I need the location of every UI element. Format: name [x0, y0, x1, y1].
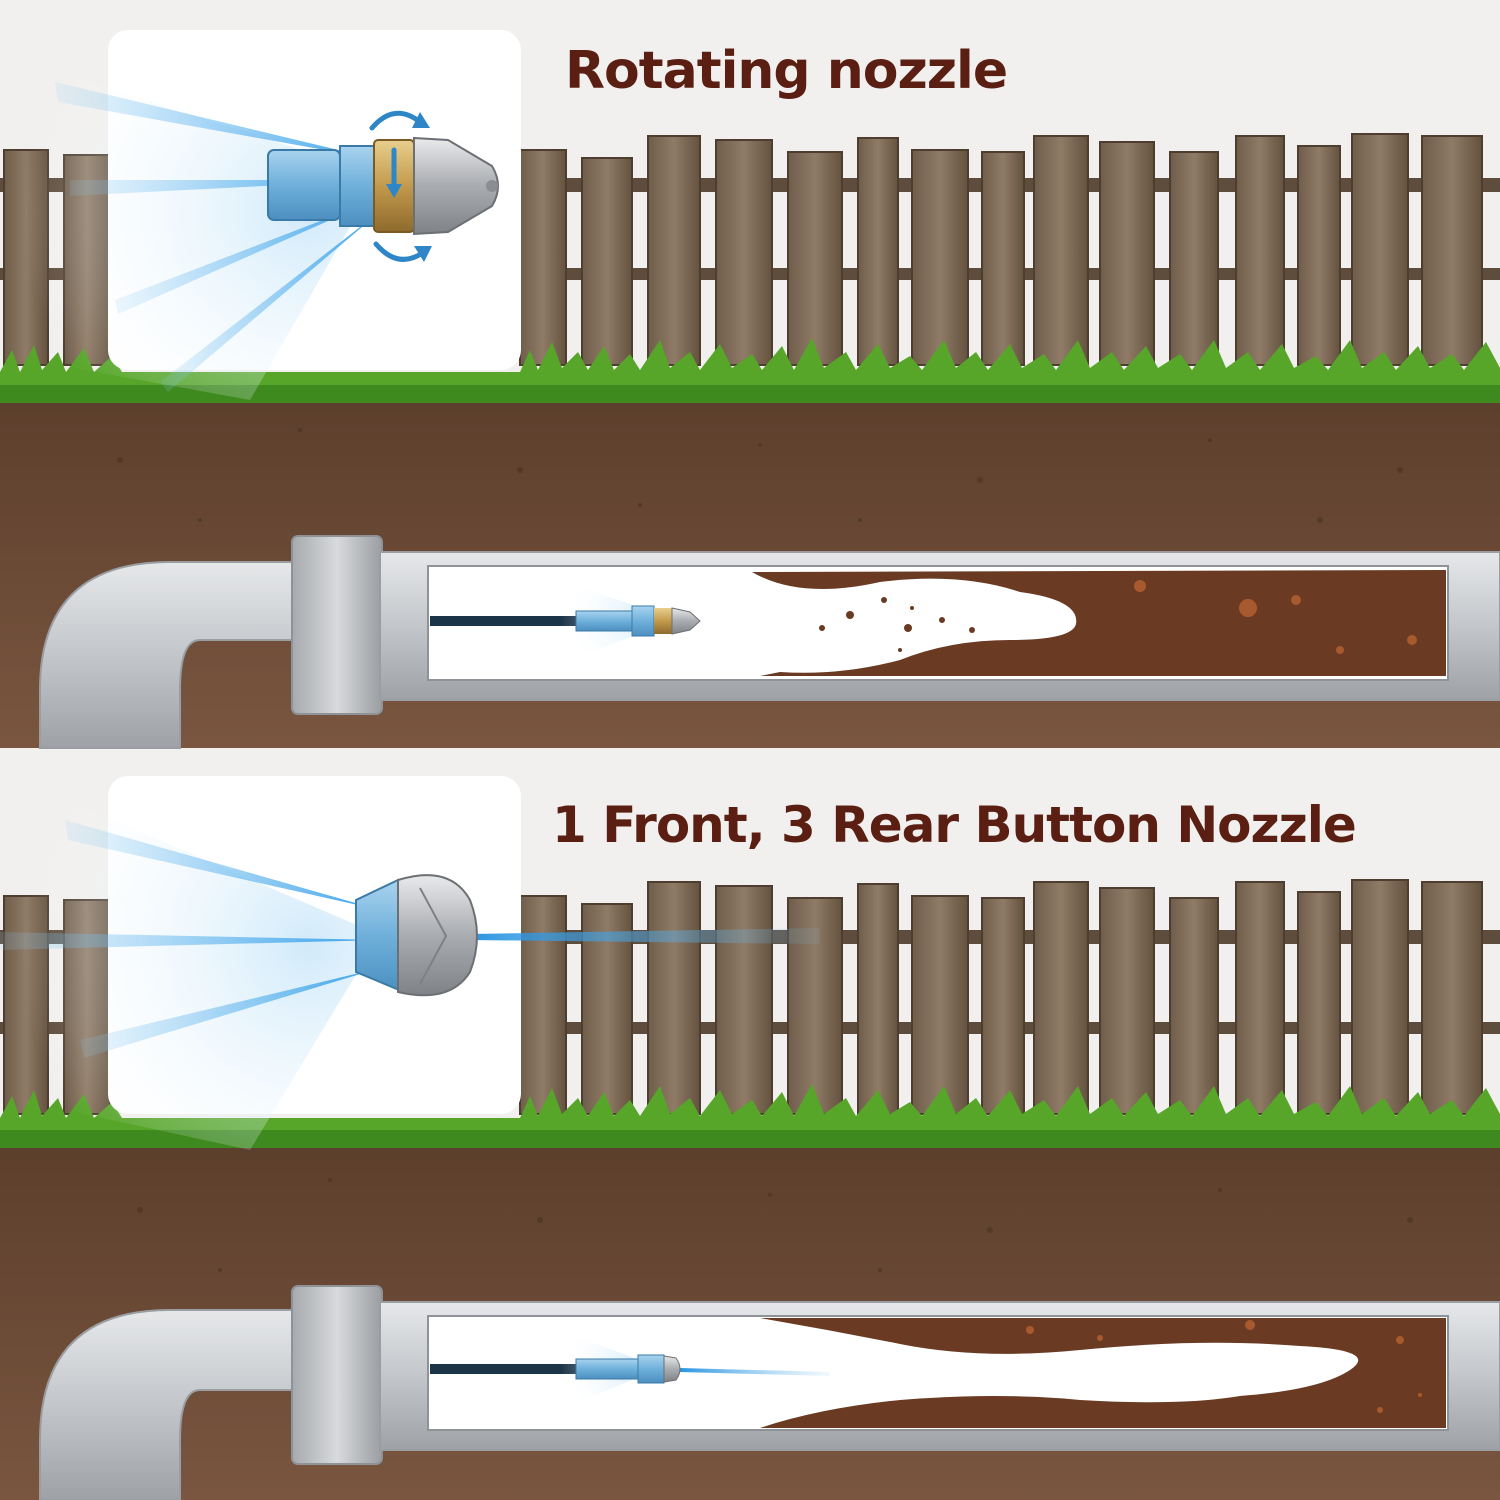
- water-spray-icon: [20, 60, 380, 400]
- mini-nozzle-body: [575, 610, 633, 632]
- debris-specks: [819, 580, 1417, 654]
- panel-title-button-nozzle: 1 Front, 3 Rear Button Nozzle: [552, 796, 1356, 854]
- nozzle-blue-fitting: [355, 878, 406, 994]
- debris-clog: [752, 570, 1446, 676]
- fence: [0, 133, 1500, 366]
- grass: [0, 338, 1500, 405]
- sewer-pipe: [39, 535, 1500, 749]
- nozzle-blue-fitting: [267, 149, 341, 221]
- rear-jets: [55, 82, 382, 392]
- water-spray-icon: [20, 780, 380, 1150]
- rear-jets: [0, 820, 380, 1058]
- front-jet: [680, 1368, 830, 1376]
- panel-rotating-nozzle: [0, 30, 1500, 749]
- front-jet: [470, 928, 820, 944]
- grass: [0, 1084, 1500, 1150]
- rotation-arrow-heads: [386, 112, 432, 262]
- sewer-pipe: [39, 1285, 1500, 1500]
- nozzle-steel-head: [397, 874, 478, 997]
- debris-clog: [760, 1318, 1446, 1428]
- nozzle-steel-head: [413, 136, 499, 236]
- jetter-hose: [430, 1364, 576, 1374]
- panel-button-nozzle: [0, 776, 1500, 1500]
- soil-texture: [137, 1178, 1413, 1272]
- mini-nozzle-body: [575, 1358, 639, 1380]
- soil-texture: [57, 428, 1403, 703]
- debris-specks: [1026, 1320, 1422, 1413]
- jetter-hose: [430, 616, 576, 626]
- nozzle-closeup-card: [0, 776, 820, 1150]
- nozzle-closeup-card: [20, 30, 521, 400]
- panel-title-rotating-nozzle: Rotating nozzle: [565, 41, 1007, 101]
